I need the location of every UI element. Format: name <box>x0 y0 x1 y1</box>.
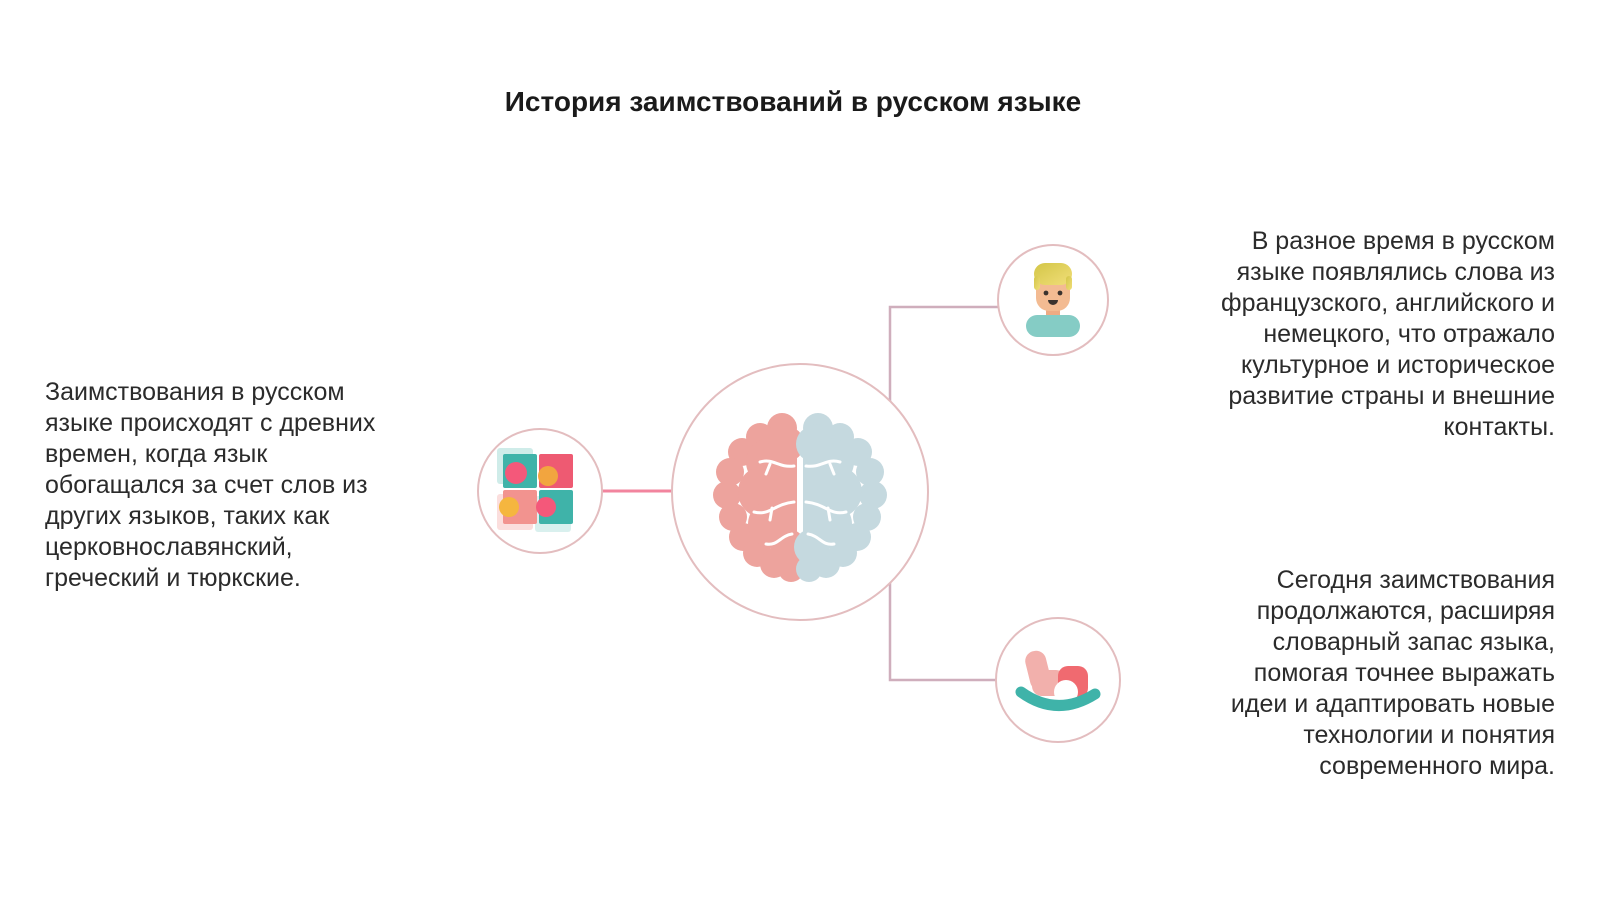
center-node-circle <box>671 363 929 621</box>
puzzle-blocks-icon <box>497 448 573 532</box>
page-title: История заимствований в русском языке <box>504 86 1082 117</box>
rocking-horse-icon <box>1015 650 1101 711</box>
text-block-bottom-right: Сегодня заимствования продолжаются, расш… <box>1230 566 1555 780</box>
text-block-left: Заимствования в русском языке происходят… <box>45 378 376 592</box>
text-block-top-right: В разное время в русском языке появлялис… <box>1221 227 1555 441</box>
person-icon <box>1026 263 1080 337</box>
brain-icon <box>713 413 887 582</box>
